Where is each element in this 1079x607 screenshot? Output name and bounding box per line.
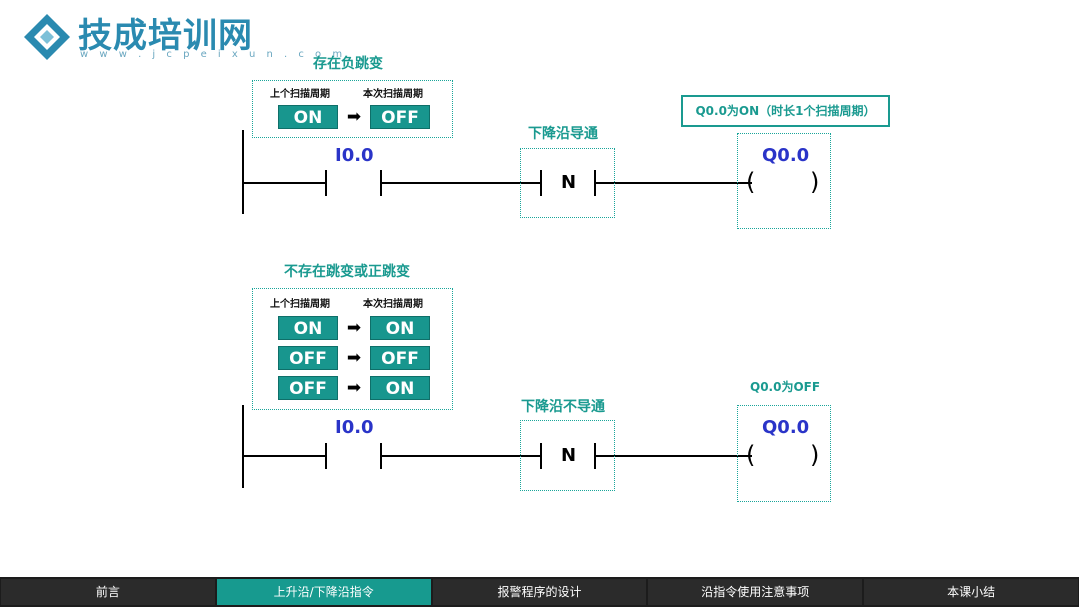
bottom-result: Q0.0为OFF xyxy=(750,380,821,394)
bottom-contact-label: I0.0 xyxy=(335,417,374,438)
logo xyxy=(22,12,72,62)
top-state-curr-0: OFF xyxy=(370,105,430,129)
bottom-n-box xyxy=(520,420,615,491)
bottom-coil-paren-open: ( xyxy=(746,441,756,469)
diamond-logo-icon xyxy=(24,14,70,60)
bottom-coil-box xyxy=(737,405,831,502)
arrow-right-icon: ➡ xyxy=(346,107,362,127)
bottom-header-prev: 上个扫描周期 xyxy=(270,299,330,310)
bottom-state-curr-0: ON xyxy=(370,316,430,340)
bottom-nav: 前言 上升沿/下降沿指令 报警程序的设计 沿指令使用注意事项 本课小结 xyxy=(0,577,1079,607)
logo-url: w w w . j c p e i x u n . c o m xyxy=(80,49,347,60)
nav-item-usage-notes[interactable]: 沿指令使用注意事项 xyxy=(648,579,863,605)
top-ladder-rung xyxy=(242,130,752,214)
arrow-right-icon: ➡ xyxy=(346,348,362,368)
nav-item-alarm-design[interactable]: 报警程序的设计 xyxy=(432,579,647,605)
top-n-box xyxy=(520,148,615,218)
top-contact-label: I0.0 xyxy=(335,145,374,166)
bottom-coil-paren-close: ) xyxy=(810,441,820,469)
bottom-n-title: 下降沿不导通 xyxy=(521,399,605,415)
top-coil-paren-open: ( xyxy=(746,168,756,196)
top-coil-box xyxy=(737,133,831,229)
bottom-coil-label: Q0.0 xyxy=(762,417,810,438)
arrow-right-icon: ➡ xyxy=(346,378,362,398)
top-result-box: Q0.0为ON（时长1个扫描周期） xyxy=(681,95,890,127)
top-header-curr: 本次扫描周期 xyxy=(363,89,423,100)
top-coil-paren-close: ) xyxy=(810,168,820,196)
top-header-prev: 上个扫描周期 xyxy=(270,89,330,100)
bottom-state-curr-2: ON xyxy=(370,376,430,400)
bottom-state-prev-1: OFF xyxy=(278,346,338,370)
arrow-right-icon: ➡ xyxy=(346,318,362,338)
nav-item-preface[interactable]: 前言 xyxy=(1,579,215,605)
top-section-title: 存在负跳变 xyxy=(313,56,383,72)
bottom-state-box: 上个扫描周期 本次扫描周期 ON ➡ ON OFF ➡ OFF OFF ➡ ON xyxy=(252,288,453,410)
bottom-ladder-rung xyxy=(242,405,752,488)
logo-name: 技成培训网 xyxy=(78,16,253,56)
bottom-header-curr: 本次扫描周期 xyxy=(363,299,423,310)
top-n-title: 下降沿导通 xyxy=(528,126,598,142)
nav-item-edge-instructions[interactable]: 上升沿/下降沿指令 xyxy=(216,579,431,605)
top-coil-label: Q0.0 xyxy=(762,145,810,166)
bottom-n-label: N xyxy=(561,445,577,466)
nav-item-summary[interactable]: 本课小结 xyxy=(864,579,1078,605)
top-state-box: 上个扫描周期 本次扫描周期 ON ➡ OFF xyxy=(252,80,453,138)
bottom-state-prev-2: OFF xyxy=(278,376,338,400)
bottom-state-curr-1: OFF xyxy=(370,346,430,370)
top-n-label: N xyxy=(561,172,577,193)
top-state-prev-0: ON xyxy=(278,105,338,129)
bottom-state-prev-0: ON xyxy=(278,316,338,340)
bottom-section-title: 不存在跳变或正跳变 xyxy=(284,264,410,280)
